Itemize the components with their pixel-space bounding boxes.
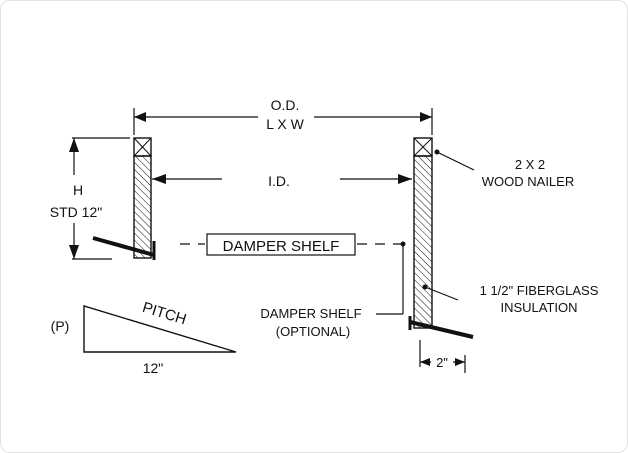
- wood-nailer-line1: 2 X 2: [515, 157, 545, 172]
- two-inch-arrow-left: [420, 358, 430, 366]
- p-label: (P): [51, 318, 70, 334]
- pitch-label: PITCH: [140, 299, 188, 328]
- wood-nailer-callout: 2 X 2 WOOD NAILER: [434, 149, 574, 189]
- right-flange: [409, 320, 474, 339]
- id-label: I.D.: [268, 173, 290, 189]
- insulation-line2: INSULATION: [500, 300, 577, 315]
- damper-shelf-line: DAMPER SHELF: [180, 233, 406, 315]
- left-wall: [92, 137, 156, 260]
- two-inch-label: 2": [436, 355, 448, 370]
- od-dimension: O.D. L X W: [133, 95, 433, 135]
- pitch-triangle: [83, 305, 237, 353]
- lxw-label: L X W: [266, 116, 304, 132]
- two-inch-arrow-right: [455, 358, 465, 366]
- id-arrow-right: [398, 174, 412, 184]
- damper-optional-line1: DAMPER SHELF: [260, 306, 361, 321]
- od-arrow-right: [420, 112, 432, 122]
- od-label: O.D.: [271, 97, 300, 113]
- od-arrow-left: [134, 112, 146, 122]
- damper-optional-callout: DAMPER SHELF (OPTIONAL): [260, 306, 361, 339]
- id-dimension: I.D.: [152, 173, 412, 189]
- insulation-callout: 1 1/2" FIBERGLASS INSULATION: [422, 283, 599, 315]
- right-wall: [408, 137, 474, 339]
- twelve-label: 12": [143, 360, 164, 376]
- damper-shelf-label: DAMPER SHELF: [223, 238, 340, 255]
- wood-nailer-line2: WOOD NAILER: [482, 174, 574, 189]
- left-insulation: [133, 155, 152, 259]
- left-flange: [92, 236, 155, 257]
- h-arrow-bottom: [69, 245, 79, 259]
- right-insulation: [413, 155, 433, 329]
- height-dimension: H STD 12": [50, 137, 130, 260]
- pitch-diagram: PITCH (P) 12": [51, 299, 237, 376]
- damper-optional-line2: (OPTIONAL): [276, 324, 350, 339]
- h-label: H: [73, 182, 83, 198]
- id-arrow-left: [152, 174, 166, 184]
- insulation-line1: 1 1/2" FIBERGLASS: [480, 283, 599, 298]
- damper-shelf-box: [206, 233, 356, 256]
- std-label: STD 12": [50, 204, 102, 220]
- two-inch-dimension: 2": [419, 340, 466, 373]
- h-arrow-top: [69, 138, 79, 152]
